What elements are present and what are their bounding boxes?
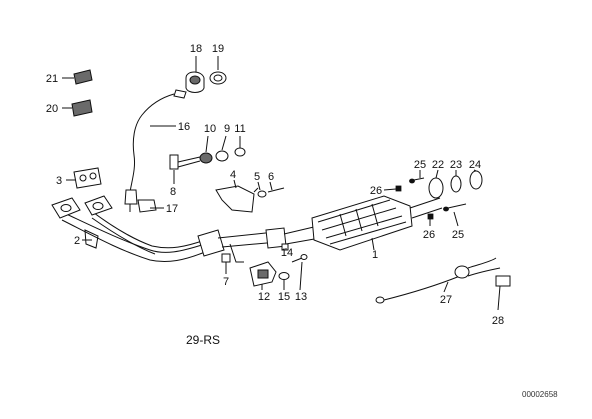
label-part-17: 17 [166,203,178,215]
nut-part-26-upper [395,185,402,192]
label-part-28: 28 [492,315,504,327]
label-part-18: 18 [190,43,202,55]
connector-part-21 [73,69,93,85]
connector-part-20 [71,99,93,117]
label-part-26-upper: 26 [370,185,382,197]
label-part-25-upper: 25 [414,159,426,171]
label-part-10: 10 [204,123,216,135]
intermediate-pipe [197,225,321,263]
label-part-14: 14 [281,247,293,259]
label-part-12: 12 [258,291,270,303]
rear-muffler [311,195,443,251]
label-part-22: 22 [432,159,444,171]
connector-part-28 [495,275,511,287]
label-part-21: 21 [46,73,58,85]
bolt-part-13 [291,254,308,263]
label-part-3: 3 [56,175,62,187]
diagram-caption: 29-RS [186,333,220,347]
nut-part-26-lower [427,213,434,220]
bolt-part-25-upper [409,177,425,184]
clip-part-17 [137,199,157,213]
label-part-27: 27 [440,294,452,306]
label-part-23: 23 [450,159,462,171]
clamp-part-22 [428,177,444,199]
label-part-25-lower: 25 [452,229,464,241]
oxygen-sensor-cable [124,89,187,212]
label-part-2: 2 [74,235,80,247]
bolts-part-5-6 [253,187,285,198]
label-part-5: 5 [254,171,260,183]
label-part-6: 6 [268,171,274,183]
label-part-8: 8 [170,186,176,198]
label-part-4: 4 [230,169,236,181]
leader-lines [62,56,501,311]
label-part-24: 24 [469,159,481,171]
label-part-11: 11 [234,123,245,135]
tip-part-24 [469,170,483,190]
clamp-part-18 [185,71,205,93]
label-part-7: 7 [223,276,229,288]
washer-part-15 [278,272,290,280]
gasket-part-23 [450,175,462,193]
label-part-19: 19 [212,43,224,55]
label-part-26-lower: 26 [423,229,435,241]
label-part-16: 16 [178,121,190,133]
label-part-9: 9 [224,123,230,135]
grommet-part-19 [209,71,227,85]
gasket [73,167,102,189]
label-part-15: 15 [278,291,290,303]
label-part-13: 13 [295,291,307,303]
wiring-harness-27 [375,257,501,304]
reference-number: 00002658 [522,390,558,399]
bolt-assembly-8-11 [169,147,246,170]
label-part-20: 20 [46,103,58,115]
exhaust-downpipes [51,195,206,263]
nut-part-14 [281,243,289,251]
bolt-part-25-lower [443,203,467,212]
bracket-part-4 [215,185,255,213]
hanger-part-12 [249,261,277,287]
label-part-1: 1 [372,249,378,261]
